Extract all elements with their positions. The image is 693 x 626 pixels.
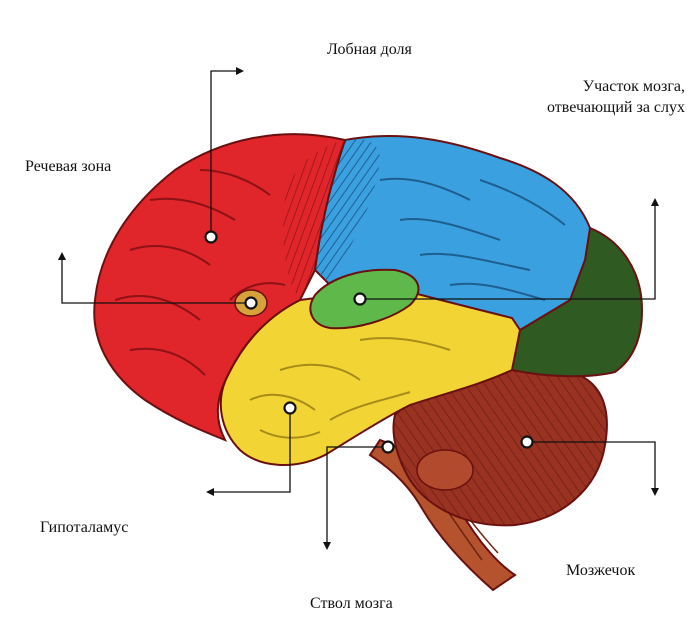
- hypothalamus-leader-line: [212, 410, 291, 493]
- hearing-leader-line: [360, 204, 656, 300]
- cerebellum-marker: [520, 435, 534, 449]
- hearing-marker: [353, 292, 367, 306]
- brainstem-label: Ствол мозга: [310, 595, 393, 612]
- speech-zone-label: Речевая зона: [25, 158, 112, 175]
- frontal-leader-line: [210, 70, 238, 237]
- hypothalamus-label: Гипоталамус: [40, 519, 129, 536]
- brainstem-leader-line: [326, 446, 388, 544]
- speech-arrowhead: [58, 252, 66, 260]
- brainstem-marker: [381, 440, 395, 454]
- frontal-marker: [204, 230, 218, 244]
- brainstem-arrowhead: [323, 542, 331, 550]
- frontal-lobe-label: Лобная доля: [327, 41, 412, 58]
- frontal-lobe-region: [93, 133, 347, 442]
- frontal-arrowhead: [236, 67, 244, 75]
- leader-lines: [61, 70, 656, 544]
- occipital-lobe-region: [510, 226, 644, 378]
- marker-dots: [204, 230, 534, 454]
- speech-leader-line: [61, 258, 251, 304]
- hypothalamus-marker: [283, 401, 297, 415]
- arrowheads: [58, 67, 659, 550]
- cerebellum-label: Мозжечок: [566, 562, 636, 579]
- hypothalamus-arrowhead: [206, 488, 214, 496]
- hearing-arrowhead: [651, 198, 659, 206]
- cerebellum-arrowhead: [651, 488, 659, 496]
- speech-marker: [244, 296, 258, 310]
- cerebellum-leader-line: [527, 441, 656, 490]
- hearing-area-label: Участок мозга, отвечающий за слух: [547, 78, 685, 116]
